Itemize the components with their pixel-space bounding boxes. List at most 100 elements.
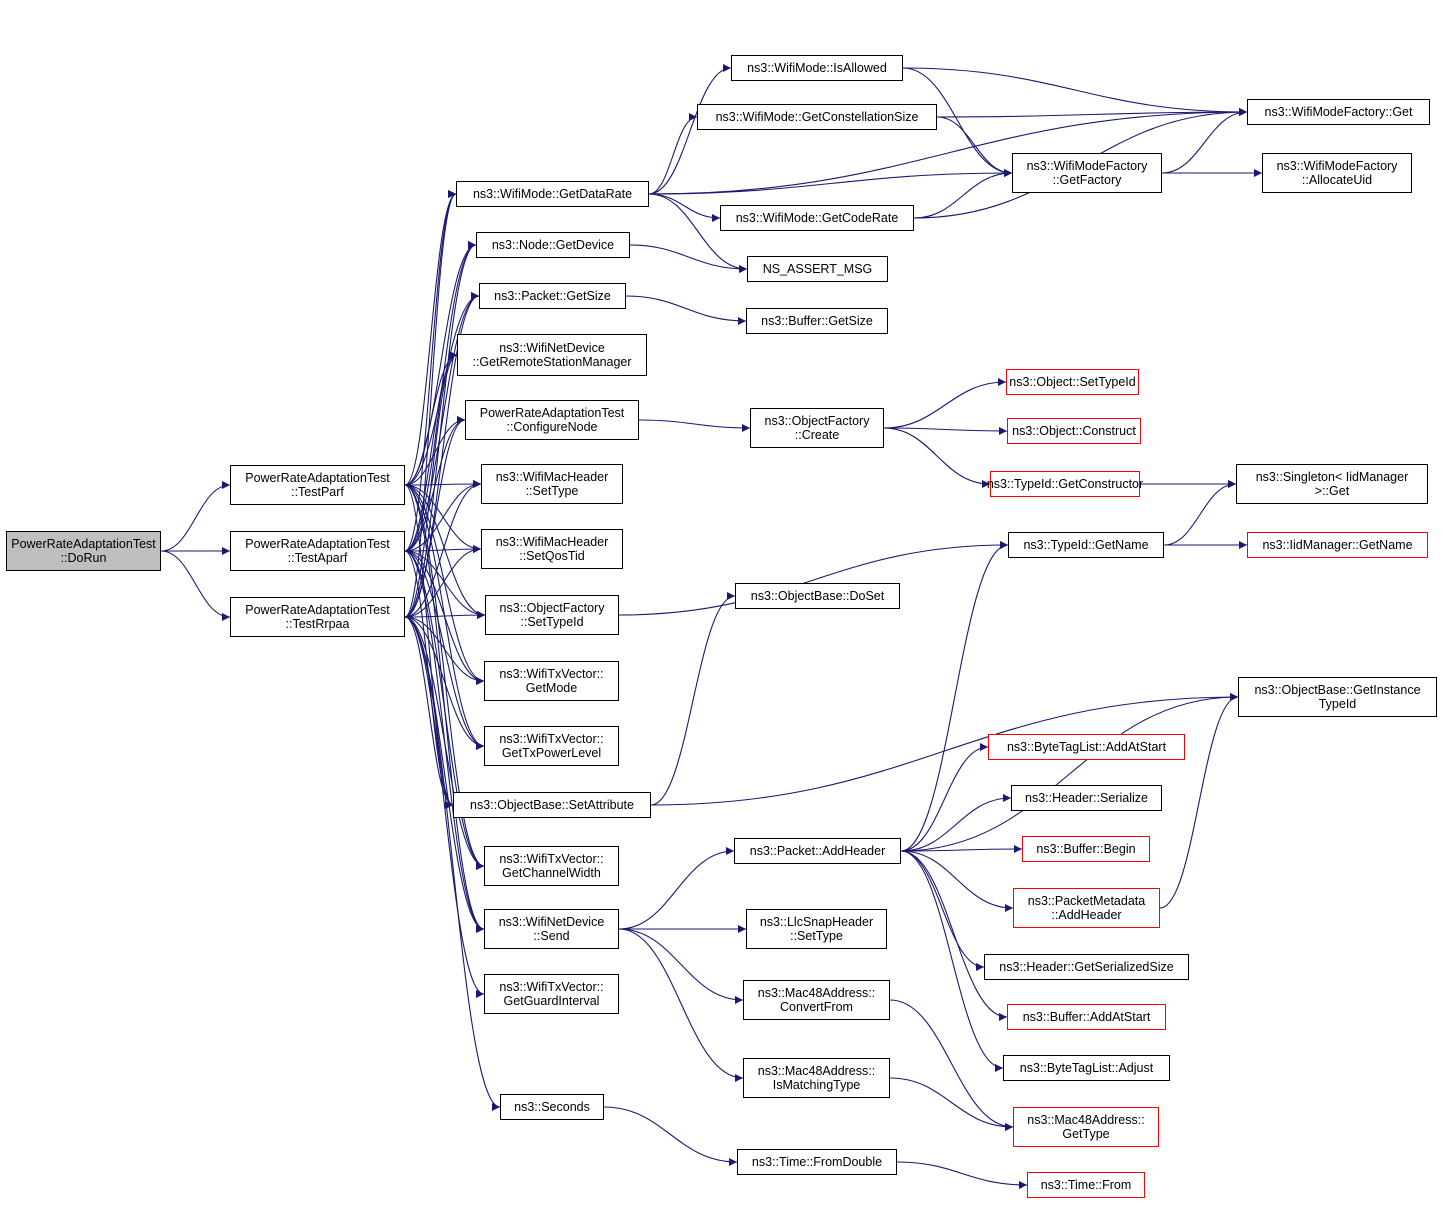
node-confignode[interactable]: PowerRateAdaptationTest ::ConfigureNode	[465, 400, 639, 440]
node-bufgetsize[interactable]: ns3::Buffer::GetSize	[746, 308, 888, 334]
node-objconstruct[interactable]: ns3::Object::Construct	[1007, 418, 1141, 444]
edge-getconst-to-wmfget	[936, 108, 1248, 118]
edge-send-to-ismatching	[618, 928, 744, 1082]
node-seconds[interactable]: ns3::Seconds	[500, 1094, 604, 1120]
edge-addheader-to-btladjust	[900, 850, 1004, 1072]
node-ofcreate[interactable]: ns3::ObjectFactory ::Create	[750, 408, 884, 448]
edge-addheader-to-hdrgetsersize	[900, 850, 985, 971]
edge-testrrpaa-to-setqostid	[404, 545, 482, 618]
node-wmfget[interactable]: ns3::WifiModeFactory::Get	[1247, 99, 1430, 125]
node-getinsttypeid[interactable]: ns3::ObjectBase::GetInstance TypeId	[1238, 677, 1437, 717]
edge-testaparf-to-getdevice	[404, 241, 477, 552]
edge-getconst-to-getfactory	[936, 116, 1013, 177]
edge-getdevice-to-nsassert	[629, 244, 748, 273]
edge-addheader-to-typeidgetname	[900, 541, 1009, 852]
node-setattr[interactable]: ns3::ObjectBase::SetAttribute	[453, 792, 651, 818]
node-getconst[interactable]: ns3::WifiMode::GetConstellationSize	[697, 104, 937, 130]
edge-pmaddheader-to-getinsttypeid	[1159, 693, 1239, 909]
edge-testrrpaa-to-getmode	[404, 616, 485, 685]
edge-typeidgetname-to-singletonget	[1163, 480, 1237, 546]
edge-ofcreate-to-getconstructor	[883, 427, 991, 488]
node-btladdatstart[interactable]: ns3::ByteTagList::AddAtStart	[988, 734, 1185, 760]
node-hdrserialize[interactable]: ns3::Header::Serialize	[1011, 785, 1162, 811]
node-gettxpower[interactable]: ns3::WifiTxVector:: GetTxPowerLevel	[484, 726, 619, 766]
edge-ofcreate-to-objconstruct	[883, 426, 1008, 435]
node-fromdouble[interactable]: ns3::Time::FromDouble	[737, 1149, 897, 1175]
node-getgi[interactable]: ns3::WifiTxVector:: GetGuardInterval	[484, 974, 619, 1014]
node-btladjust[interactable]: ns3::ByteTagList::Adjust	[1003, 1055, 1170, 1081]
edge-getcoderate-to-getfactory	[913, 169, 1013, 219]
node-getcoderate[interactable]: ns3::WifiMode::GetCodeRate	[720, 205, 914, 231]
node-convertfrom[interactable]: ns3::Mac48Address:: ConvertFrom	[743, 980, 890, 1020]
edge-testaparf-to-pktgetsize	[404, 292, 480, 552]
node-timefrom[interactable]: ns3::Time::From	[1027, 1172, 1145, 1198]
edge-isallowed-to-wmfget	[902, 67, 1248, 116]
node-iidgetname[interactable]: ns3::IidManager::GetName	[1247, 532, 1428, 558]
edge-getdatarate-to-nsassert	[648, 193, 748, 273]
node-setqostid[interactable]: ns3::WifiMacHeader ::SetQosTid	[481, 529, 623, 569]
node-objsettypeid[interactable]: ns3::Object::SetTypeId	[1006, 369, 1139, 395]
edge-getfactory-to-wmfget	[1161, 108, 1248, 174]
node-allocuid[interactable]: ns3::WifiModeFactory ::AllocateUid	[1262, 153, 1412, 193]
node-doset[interactable]: ns3::ObjectBase::DoSet	[735, 583, 900, 609]
edge-addheader-to-bufbegin	[900, 845, 1023, 854]
edge-testrrpaa-to-gettxpower	[404, 616, 485, 750]
node-typeidgetname[interactable]: ns3::TypeId::GetName	[1008, 532, 1164, 558]
edge-dorun-to-testrrpaa	[160, 550, 231, 621]
node-getfactory[interactable]: ns3::WifiModeFactory ::GetFactory	[1012, 153, 1162, 193]
node-send[interactable]: ns3::WifiNetDevice ::Send	[484, 909, 619, 949]
edge-send-to-addheader	[618, 847, 735, 930]
node-addheader[interactable]: ns3::Packet::AddHeader	[734, 838, 901, 864]
edge-testparf-to-getrsm	[404, 351, 458, 486]
edge-getdatarate-to-isallowed	[648, 64, 732, 195]
node-nsassert[interactable]: NS_ASSERT_MSG	[747, 256, 888, 282]
edge-ismatching-to-macgettype	[889, 1077, 1014, 1131]
node-testrrpaa[interactable]: PowerRateAdaptationTest ::TestRrpaa	[230, 597, 405, 637]
edge-pktgetsize-to-bufgetsize	[625, 295, 747, 325]
node-pmaddheader[interactable]: ns3::PacketMetadata ::AddHeader	[1013, 888, 1160, 928]
edge-settypeid-to-typeidgetname	[618, 541, 1009, 616]
node-llcsettype[interactable]: ns3::LlcSnapHeader ::SetType	[746, 909, 887, 949]
node-getmode[interactable]: ns3::WifiTxVector:: GetMode	[484, 661, 619, 701]
node-isallowed[interactable]: ns3::WifiMode::IsAllowed	[731, 55, 903, 81]
edge-testrrpaa-to-getchwidth	[404, 616, 485, 870]
edge-convertfrom-to-macgettype	[889, 999, 1014, 1131]
node-dorun[interactable]: PowerRateAdaptationTest ::DoRun	[6, 531, 161, 571]
node-getconstructor[interactable]: ns3::TypeId::GetConstructor	[987, 471, 1143, 497]
node-getdevice[interactable]: ns3::Node::GetDevice	[476, 232, 630, 258]
node-singletonget[interactable]: ns3::Singleton< IidManager >::Get	[1236, 464, 1428, 504]
node-getdatarate[interactable]: ns3::WifiMode::GetDataRate	[456, 181, 649, 207]
node-macgettype[interactable]: ns3::Mac48Address:: GetType	[1013, 1107, 1159, 1147]
edge-testrrpaa-to-send	[404, 616, 485, 933]
edge-getdatarate-to-wmfget	[648, 108, 1248, 195]
edge-getdatarate-to-getconst	[648, 113, 698, 195]
edge-testaparf-to-settype	[404, 480, 482, 552]
node-getchwidth[interactable]: ns3::WifiTxVector:: GetChannelWidth	[484, 846, 619, 886]
node-bufbegin[interactable]: ns3::Buffer::Begin	[1022, 836, 1150, 862]
node-testaparf[interactable]: PowerRateAdaptationTest ::TestAparf	[230, 531, 405, 571]
node-getrsm[interactable]: ns3::WifiNetDevice ::GetRemoteStationMan…	[457, 334, 647, 376]
node-testparf[interactable]: PowerRateAdaptationTest ::TestParf	[230, 465, 405, 505]
edge-testparf-to-setattr	[404, 484, 454, 809]
node-bufaddatstart[interactable]: ns3::Buffer::AddAtStart	[1007, 1004, 1166, 1030]
edge-testrrpaa-to-settypeid	[404, 611, 486, 620]
edge-fromdouble-to-timefrom	[896, 1161, 1028, 1189]
node-hdrgetsersize[interactable]: ns3::Header::GetSerializedSize	[984, 954, 1189, 980]
edge-testrrpaa-to-seconds	[404, 616, 501, 1111]
edge-addheader-to-btladdatstart	[900, 743, 989, 852]
node-settypeid[interactable]: ns3::ObjectFactory ::SetTypeId	[485, 595, 619, 635]
edge-testparf-to-getdatarate	[404, 190, 457, 486]
edge-testrrpaa-to-getdevice	[404, 241, 477, 618]
edge-testrrpaa-to-getrsm	[404, 351, 458, 618]
node-settype[interactable]: ns3::WifiMacHeader ::SetType	[481, 464, 623, 504]
edge-testaparf-to-getrsm	[404, 351, 458, 552]
edge-testrrpaa-to-confignode	[404, 416, 466, 618]
node-ismatching[interactable]: ns3::Mac48Address:: IsMatchingType	[743, 1058, 890, 1098]
edge-addheader-to-pmaddheader	[900, 850, 1014, 912]
node-pktgetsize[interactable]: ns3::Packet::GetSize	[479, 283, 626, 309]
edge-testaparf-to-settypeid	[404, 550, 486, 619]
edge-testrrpaa-to-getgi	[404, 616, 485, 998]
edge-send-to-convertfrom	[618, 928, 744, 1004]
